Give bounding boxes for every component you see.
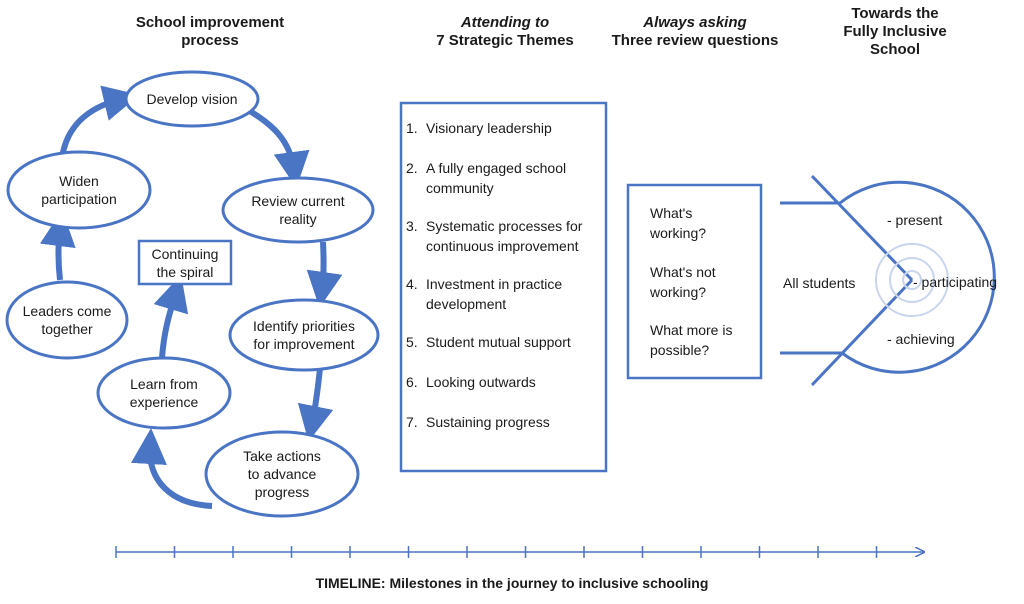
school-ring-middle [889, 257, 935, 303]
box-continuing-spiral [137, 239, 233, 286]
label-widen-participation: Widen participation [8, 168, 150, 212]
label-take-actions: Take actions to advance progress [206, 444, 358, 504]
label-continuing-spiral: Continuing the spiral [139, 241, 231, 284]
school-lower-diagonal [810, 278, 914, 387]
ellipse-leaders-together [5, 280, 129, 360]
arrow-review-to-identify [306, 241, 343, 308]
label-take-actions-line1: Take actions [243, 448, 321, 464]
label-learn-experience-line2: experience [129, 394, 199, 410]
header-themes-line2: 7 Strategic Themes [436, 32, 574, 49]
header-themes-line1: Attending to [460, 14, 550, 31]
label-develop-vision-line1: Develop vision [146, 91, 238, 107]
question-more-possible-line1: What more is [650, 322, 733, 338]
timeline-label-text: Milestones in the journey to inclusive s… [385, 575, 709, 591]
question-more-possible-line2: possible? [650, 342, 710, 358]
label-develop-vision: Develop vision [126, 82, 258, 116]
label-leaders-together-line2: together [41, 321, 93, 337]
theme-text: Visionary leadership [426, 120, 552, 136]
arrow-actions-to-learn [130, 428, 213, 509]
question-working-line1: What's [650, 205, 693, 221]
question-more-possible: What more is possible? [650, 320, 760, 360]
label-widen-participation-line2: participation [41, 191, 117, 207]
label-all-students: All students [783, 275, 856, 291]
theme-item: 3. Systematic processes for continuous i… [406, 216, 602, 256]
theme-text: Investment in practice development [426, 276, 563, 312]
ellipse-identify-priorities [228, 298, 380, 372]
arrow-identify-to-actions [297, 367, 334, 442]
header-questions: Always asking Three review questions [600, 14, 790, 50]
theme-text: Systematic processes for continuous impr… [426, 218, 583, 254]
theme-text: A fully engaged school community [426, 160, 567, 196]
box-questions [626, 183, 763, 380]
ellipse-widen-participation [6, 150, 152, 230]
label-review-reality: Review current reality [223, 188, 373, 232]
theme-text: Looking outwards [426, 374, 536, 390]
header-questions-line1: Always asking [643, 14, 747, 31]
timeline-label-bold: TIMELINE: [315, 575, 386, 591]
label-achieving: - achieving [887, 331, 955, 347]
header-process-line2: process [181, 32, 239, 49]
arrow-vision-to-review [246, 107, 310, 188]
header-school-line1: Towards the [851, 5, 939, 22]
question-not-working: What's not working? [650, 262, 760, 302]
school-upper-diagonal [810, 174, 914, 282]
label-widen-participation-line1: Widen [59, 173, 99, 189]
school-circle [839, 180, 996, 374]
header-process: School improvement process [100, 14, 320, 50]
theme-item: 6. Looking outwards [406, 372, 602, 392]
header-themes: Attending to 7 Strategic Themes [400, 14, 610, 50]
theme-number: 1. [406, 120, 418, 136]
theme-number: 7. [406, 414, 418, 430]
theme-number: 6. [406, 374, 418, 390]
label-take-actions-line2: to advance [247, 466, 317, 482]
school-ring-outer [875, 243, 949, 317]
ellipse-take-actions [204, 430, 360, 518]
arrow-widen-to-vision [59, 85, 140, 159]
theme-text: Sustaining progress [426, 414, 550, 430]
header-school-line3: School [869, 41, 920, 58]
ellipse-develop-vision [124, 70, 260, 128]
header-school: Towards the Fully Inclusive School [820, 5, 970, 59]
label-leaders-together-line1: Leaders come [22, 303, 112, 319]
theme-number: 3. [406, 218, 418, 234]
label-review-reality-line2: reality [279, 211, 317, 227]
arrow-learn-to-spiral [153, 274, 189, 359]
label-continuing-spiral-line1: Continuing [151, 245, 219, 262]
label-identify-priorities-line1: Identify priorities [253, 318, 355, 334]
ellipse-learn-experience [96, 356, 232, 430]
question-not-working-line2: working? [650, 284, 707, 300]
school-ring-inner [902, 270, 922, 290]
label-continuing-spiral-line2: the spiral [156, 263, 214, 280]
header-process-line1: School improvement [135, 14, 285, 31]
header-school-line2: Fully Inclusive [843, 23, 947, 40]
label-leaders-together: Leaders come together [7, 298, 127, 342]
theme-item: 1. Visionary leadership [406, 118, 602, 138]
label-participating: - participating [913, 274, 998, 290]
label-learn-experience-line1: Learn from [130, 376, 198, 392]
theme-number: 4. [406, 276, 418, 292]
label-learn-experience: Learn from experience [98, 371, 230, 415]
label-review-reality-line1: Review current [251, 193, 345, 209]
theme-number: 2. [406, 160, 418, 176]
arrow-leaders-to-widen [39, 210, 76, 281]
question-working: What's working? [650, 203, 760, 243]
theme-item: 5. Student mutual support [406, 332, 602, 352]
question-working-line2: working? [650, 225, 707, 241]
theme-number: 5. [406, 334, 418, 350]
header-questions-line2: Three review questions [611, 32, 779, 49]
ellipse-review-reality [221, 176, 375, 244]
label-identify-priorities-line2: for improvement [253, 336, 355, 352]
theme-item: 2. A fully engaged school community [406, 158, 602, 198]
box-themes [399, 101, 608, 473]
themes-list: 1. Visionary leadership 2. A fully engag… [406, 118, 602, 432]
label-take-actions-line3: progress [254, 484, 310, 500]
label-present: - present [887, 212, 943, 228]
theme-item: 4. Investment in practice development [406, 274, 602, 314]
theme-item: 7. Sustaining progress [406, 412, 602, 432]
timeline-label: TIMELINE: Milestones in the journey to i… [150, 575, 874, 591]
label-identify-priorities: Identify priorities for improvement [230, 313, 378, 357]
theme-text: Student mutual support [426, 334, 571, 350]
question-not-working-line1: What's not [650, 264, 716, 280]
